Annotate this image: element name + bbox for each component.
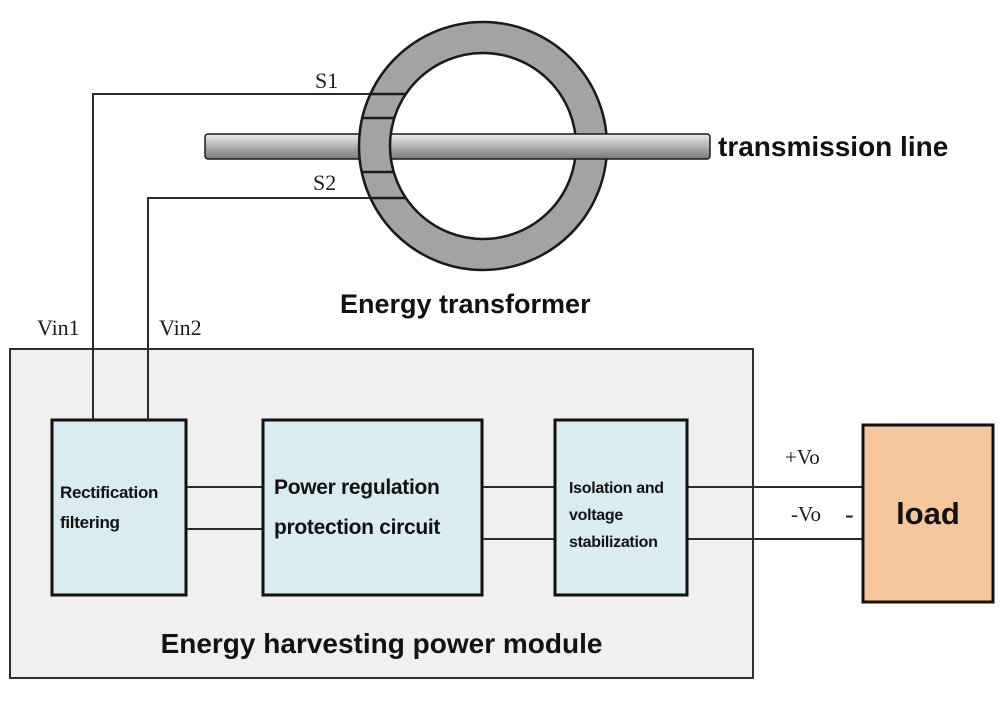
- s1-winding-label: S1: [315, 68, 339, 93]
- energy-harvesting-module-label: Energy harvesting power module: [160, 628, 603, 659]
- wire-s1-vin1: [92, 93, 372, 420]
- plus-vo-label: +Vo: [785, 445, 820, 469]
- load-label: load: [896, 496, 960, 531]
- box-label-line: protection circuit: [274, 515, 441, 539]
- power-regulation-label: Power regulation protection circuit: [263, 420, 493, 595]
- wire-s2-vin2: [147, 197, 371, 420]
- transmission-line-label: transmission line: [718, 131, 949, 162]
- s2-winding-label: S2: [313, 170, 337, 195]
- load-box: [861, 423, 995, 604]
- minus-vo-label: -Vo: [791, 502, 821, 526]
- box-label-line: filtering: [60, 512, 120, 532]
- box-label-line: Rectification: [60, 482, 159, 502]
- energy-transformer-label: Energy transformer: [340, 289, 591, 319]
- transformer-core-left-band: [357, 57, 394, 235]
- box-label-line: stabilization: [569, 534, 658, 551]
- rectification-filtering-label: Rectification filtering: [52, 420, 194, 607]
- power-regulation-box: [261, 418, 484, 597]
- box-label-line: Power regulation: [274, 475, 440, 499]
- load-minus-terminal: -: [845, 500, 854, 529]
- vin1-label: Vin1: [37, 315, 80, 340]
- box-label-line: Isolation and: [569, 480, 664, 497]
- transmission-line-bar: [204, 133, 711, 160]
- rectification-filtering-box: [50, 418, 188, 597]
- box-label-line: voltage: [569, 507, 623, 524]
- isolation-stabilization-box: [553, 418, 689, 597]
- isolation-stabilization-label: Isolation and voltage stabilization: [555, 420, 701, 603]
- vin2-label: Vin2: [159, 315, 202, 340]
